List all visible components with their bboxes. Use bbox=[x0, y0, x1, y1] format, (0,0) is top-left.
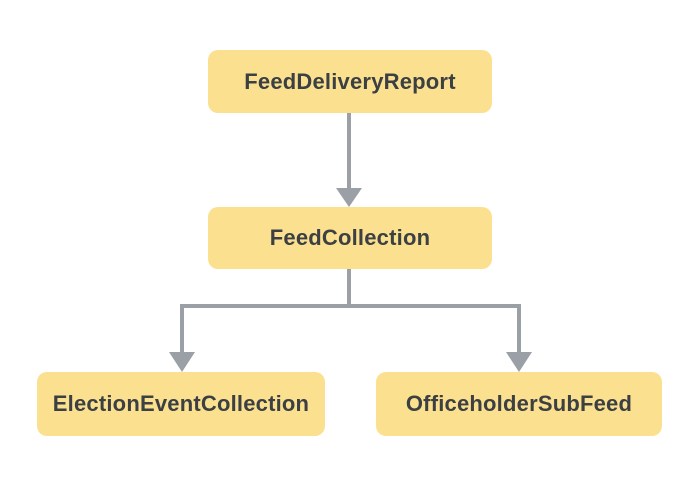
edge-feed-collection-branches bbox=[180, 269, 521, 308]
edge-feed-delivery-report-to-feed-collection bbox=[336, 113, 362, 207]
edge-feed-collection-to-election-event-collection bbox=[169, 304, 195, 372]
arrowhead-down-icon bbox=[336, 188, 362, 207]
node-label: FeedCollection bbox=[269, 225, 431, 250]
arrowhead-down-icon bbox=[169, 352, 195, 372]
node-label: OfficeholderSubFeed bbox=[405, 391, 633, 416]
arrowhead-down-icon bbox=[506, 352, 532, 372]
node-feed-collection: FeedCollection bbox=[208, 207, 492, 269]
node-label: FeedDeliveryReport bbox=[244, 68, 456, 94]
edge-feed-collection-to-officeholder-sub-feed bbox=[506, 304, 532, 372]
node-election-event-collection: ElectionEventCollection bbox=[37, 372, 325, 436]
node-feed-delivery-report: FeedDeliveryReport bbox=[208, 50, 492, 113]
node-label: ElectionEventCollection bbox=[52, 391, 310, 416]
node-officeholder-sub-feed: OfficeholderSubFeed bbox=[376, 372, 662, 436]
